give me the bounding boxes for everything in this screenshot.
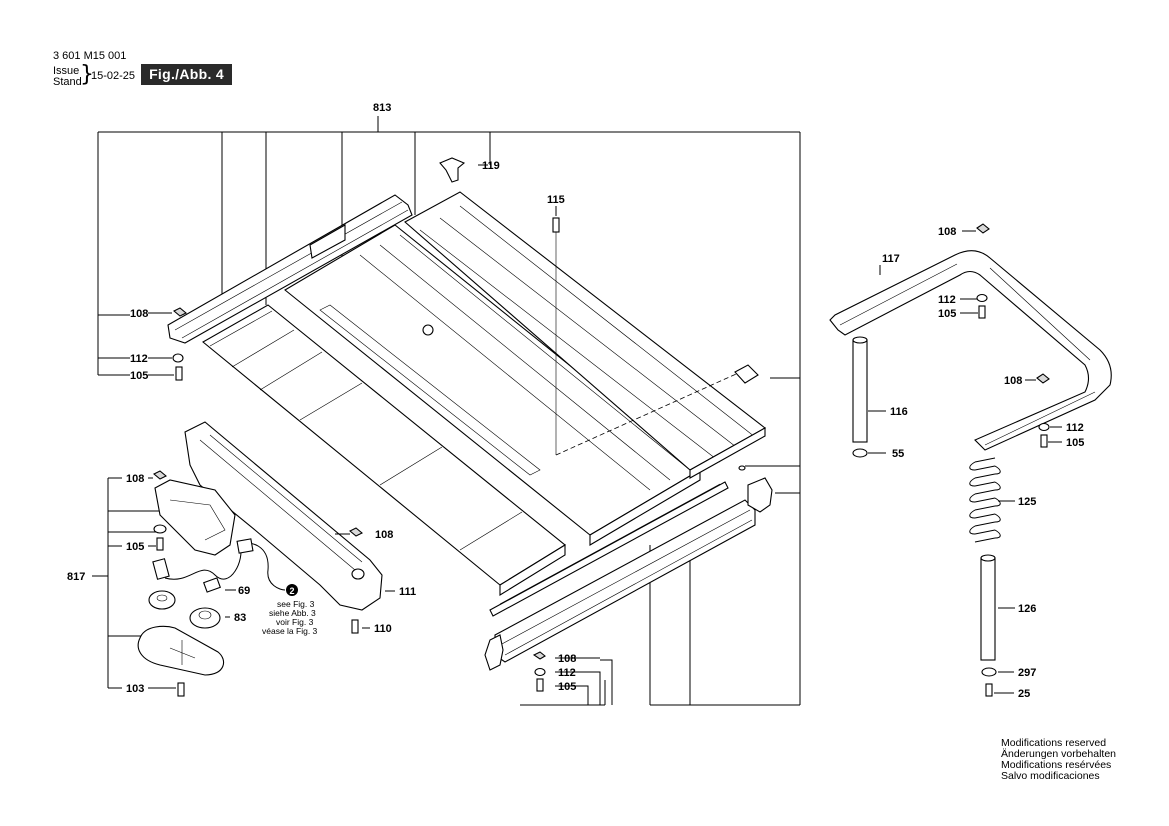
callout-116: 116 bbox=[890, 406, 908, 418]
callout-108-stand-mid: 108 bbox=[1004, 375, 1022, 387]
callout-105-group: 105 bbox=[126, 541, 144, 553]
callout-126: 126 bbox=[1018, 603, 1036, 615]
part-110-screw bbox=[351, 619, 359, 634]
part-105-group-screw bbox=[156, 537, 164, 551]
callout-105-stand-mid: 105 bbox=[1066, 437, 1084, 449]
part-112-group-washer bbox=[153, 524, 167, 534]
see-fig-note-fr: voir Fig. 3 bbox=[276, 617, 314, 627]
dashed-assembly-line bbox=[555, 369, 746, 456]
part-108-group-nut bbox=[153, 470, 167, 480]
ref-marker-circle bbox=[286, 584, 298, 596]
bracket-813 bbox=[97, 116, 801, 706]
part-105-stand-top-screw bbox=[978, 305, 986, 319]
callout-112-stand-top: 112 bbox=[938, 294, 956, 306]
callout-111: 111 bbox=[399, 586, 416, 598]
see-fig-note-es: véase la Fig. 3 bbox=[262, 626, 318, 636]
stand-frame-117 bbox=[829, 250, 1112, 451]
part-83-disc bbox=[189, 607, 221, 629]
ref-marker-number: 2 bbox=[289, 586, 294, 596]
front-rail-assembly bbox=[484, 465, 773, 692]
stand-label: Stand bbox=[53, 76, 82, 88]
bracket-817 bbox=[92, 477, 160, 689]
part-112-stand-top-washer bbox=[976, 293, 988, 303]
part-108-stand-top-nut bbox=[976, 223, 990, 234]
modifications-notice: Modifications reserved Änderungen vorbeh… bbox=[1001, 738, 1116, 782]
part-105-screw bbox=[175, 366, 183, 381]
part-112-washer bbox=[172, 353, 184, 363]
callout-69: 69 bbox=[238, 585, 250, 597]
see-fig-note-de: siehe Abb. 3 bbox=[269, 608, 316, 618]
part-297-washer bbox=[981, 667, 997, 677]
callout-105-left: 105 bbox=[130, 370, 148, 382]
part-108-mid-nut bbox=[349, 527, 363, 537]
callout-55: 55 bbox=[892, 448, 904, 460]
callout-115: 115 bbox=[547, 194, 565, 206]
part-116-tube bbox=[852, 336, 868, 443]
part-112-stand-mid-washer bbox=[1038, 422, 1050, 432]
side-housing-111 bbox=[184, 421, 383, 611]
callout-119: 119 bbox=[482, 160, 500, 172]
part-25-screw bbox=[985, 683, 993, 697]
part-108-nut bbox=[173, 307, 187, 317]
panel-bracket-right bbox=[734, 364, 759, 384]
callout-110: 110 bbox=[374, 623, 392, 635]
callout-108-mid: 108 bbox=[375, 529, 393, 541]
left-rear-rail bbox=[167, 194, 413, 344]
issue-label: Issue bbox=[53, 65, 80, 77]
callout-125: 125 bbox=[1018, 496, 1036, 508]
modifications-es: Salvo modificaciones bbox=[1001, 770, 1100, 782]
callout-108-group: 108 bbox=[126, 473, 144, 485]
part-105-stand-mid-screw bbox=[1040, 434, 1048, 448]
part-55-washer bbox=[852, 448, 868, 458]
modifications-fr: Modifications resérvées bbox=[1001, 759, 1112, 771]
part-119-knob bbox=[439, 157, 466, 183]
part-103-cover bbox=[137, 625, 225, 676]
part-125-spring bbox=[969, 457, 1001, 543]
issue-date: 15-02-25 bbox=[91, 70, 136, 82]
part-126-tube bbox=[980, 554, 996, 661]
callout-817: 817 bbox=[67, 571, 85, 583]
callout-813: 813 bbox=[373, 102, 391, 114]
callout-105-stand-top: 105 bbox=[938, 308, 956, 320]
document-number: 3 601 M15 001 bbox=[53, 50, 127, 62]
callout-117: 117 bbox=[882, 253, 900, 265]
right-table-panel bbox=[404, 191, 766, 479]
wiring-cable bbox=[152, 538, 286, 593]
switch-housing bbox=[154, 479, 236, 556]
callout-297: 297 bbox=[1018, 667, 1036, 679]
part-103-screw bbox=[177, 682, 185, 697]
callout-112-left: 112 bbox=[130, 353, 148, 365]
callout-108-left: 108 bbox=[130, 308, 148, 320]
callout-103: 103 bbox=[126, 683, 144, 695]
callout-105-bottom: 105 bbox=[558, 681, 576, 693]
part-115-screw bbox=[552, 217, 560, 233]
callout-112-bottom: 112 bbox=[558, 667, 576, 679]
callout-108-bottom: 108 bbox=[558, 653, 576, 665]
modifications-de: Änderungen vorbehalten bbox=[1001, 748, 1117, 760]
callout-112-stand-mid: 112 bbox=[1066, 422, 1084, 434]
see-fig-note-en: see Fig. 3 bbox=[277, 599, 315, 609]
left-table-panel bbox=[202, 304, 566, 596]
part-69-knob bbox=[148, 590, 176, 610]
part-108-stand-mid-nut bbox=[1036, 373, 1050, 384]
callout-108-stand-top: 108 bbox=[938, 226, 956, 238]
callout-83: 83 bbox=[234, 612, 246, 624]
issue-brace: } bbox=[80, 62, 94, 87]
modifications-en: Modifications reserved bbox=[1001, 737, 1107, 749]
figure-badge: Fig./Abb. 4 bbox=[141, 64, 232, 85]
callout-25: 25 bbox=[1018, 688, 1030, 700]
